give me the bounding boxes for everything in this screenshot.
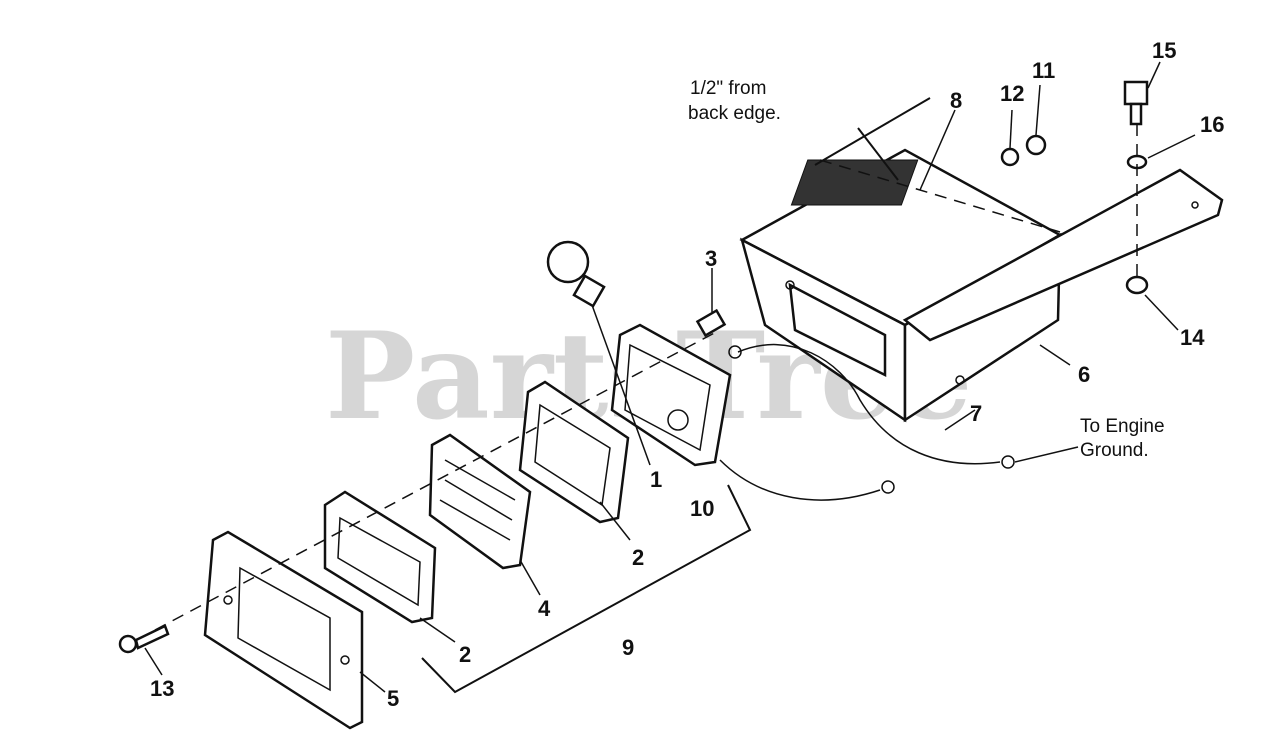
bracket-housing [739,148,1063,423]
note-ground-line2: Ground. [1080,440,1149,461]
callout-12: 12 [1000,81,1024,106]
nut-14 [1125,275,1149,295]
ground-wire [737,343,1001,465]
callout-6: 6 [1078,362,1090,387]
callout-4: 4 [538,596,551,621]
callout-8: 8 [950,88,962,113]
callout-13: 13 [150,676,174,701]
note-ground-line1: To Engine [1080,416,1165,437]
bezel-plate [203,530,364,730]
note-back-edge-line2: back edge. [688,103,781,124]
callout-2-rear: 2 [632,545,644,570]
lens [428,433,532,570]
bolt-15 [1123,80,1149,126]
nut-11 [1025,134,1047,156]
screw-13 [118,624,170,654]
callout-5: 5 [387,686,399,711]
callout-9: 9 [622,635,634,660]
washer-12 [1000,147,1020,167]
callout-16: 16 [1200,112,1224,137]
gasket-rear [518,380,630,524]
callout-15: 15 [1152,38,1176,63]
note-back-edge-line1: 1/2" from [690,78,766,99]
shield-grille [790,159,919,206]
callout-11: 11 [1032,58,1055,83]
callout-2-front: 2 [459,642,471,667]
callout-14: 14 [1180,325,1205,350]
callout-3: 3 [705,246,717,271]
callout-10: 10 [690,496,714,521]
callout-1: 1 [650,467,662,492]
callout-7: 7 [970,401,982,426]
light-housing [610,323,732,467]
mounting-strap [902,168,1224,342]
socket [695,308,727,338]
bulb [546,240,606,308]
